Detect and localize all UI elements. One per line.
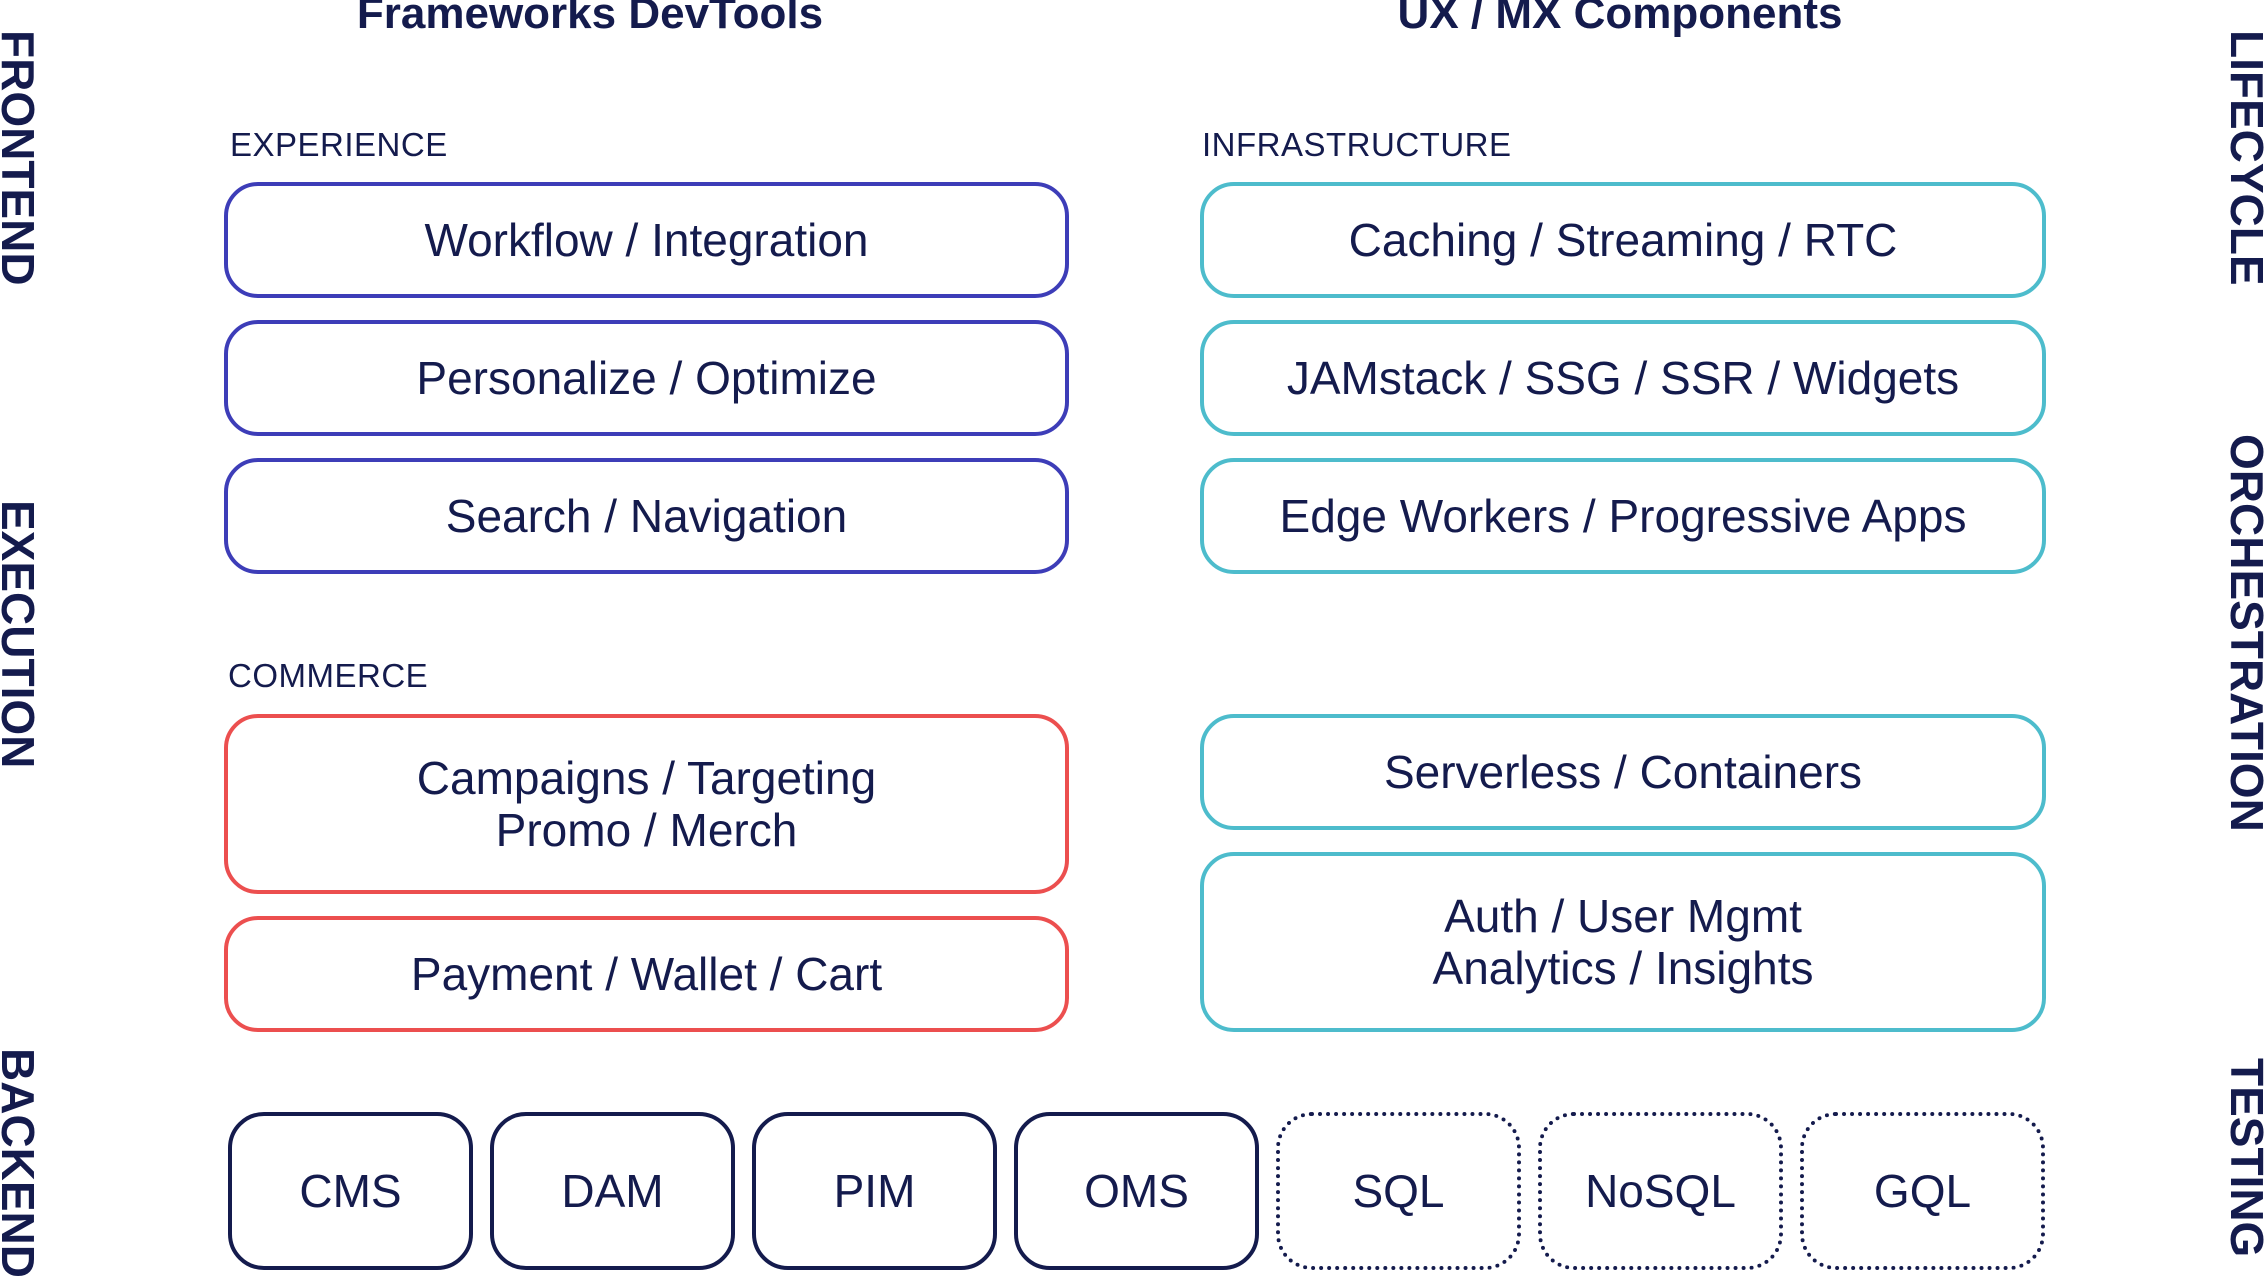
box-label: CMS [299, 1165, 402, 1217]
infrastructure-box-edge-workers: Edge Workers / Progressive Apps [1200, 458, 2046, 574]
box-label: OMS [1084, 1165, 1189, 1217]
datastore-box-sql: SQL [1276, 1112, 1521, 1270]
datastore-box-gql: GQL [1800, 1112, 2045, 1270]
box-label-line-2: Promo / Merch [495, 804, 798, 856]
box-label: Serverless / Containers [1383, 746, 1863, 798]
box-label: Caching / Streaming / RTC [1348, 214, 1898, 266]
ux-mx-components-title: UX / MX Components [1397, 0, 1843, 38]
box-label: Personalize / Optimize [416, 352, 877, 404]
box-label: Payment / Wallet / Cart [410, 948, 883, 1000]
infrastructure-box-auth-analytics: Auth / User Mgmt Analytics / Insights [1200, 852, 2046, 1032]
box-label: Workflow / Integration [424, 214, 869, 266]
infrastructure-section-label: INFRASTRUCTURE [1202, 126, 1512, 163]
box-label-line-1: Campaigns / Targeting [416, 752, 877, 804]
box-label-line-1: Auth / User Mgmt [1444, 890, 1802, 942]
box-label: Search / Navigation [445, 490, 848, 542]
experience-box-workflow: Workflow / Integration [224, 182, 1069, 298]
infrastructure-box-caching: Caching / Streaming / RTC [1200, 182, 2046, 298]
experience-box-search: Search / Navigation [224, 458, 1069, 574]
backend-box-dam: DAM [490, 1112, 735, 1270]
box-label: Edge Workers / Progressive Apps [1279, 490, 1967, 542]
lifecycle-side-label: LIFECYCLE [2221, 30, 2268, 286]
box-label: SQL [1352, 1165, 1445, 1217]
backend-box-cms: CMS [228, 1112, 473, 1270]
backend-box-oms: OMS [1014, 1112, 1259, 1270]
experience-section-label: EXPERIENCE [230, 126, 448, 163]
box-label-line-2: Analytics / Insights [1432, 942, 1814, 994]
box-label: PIM [833, 1165, 916, 1217]
commerce-box-campaigns: Campaigns / Targeting Promo / Merch [224, 714, 1069, 894]
commerce-section-label: COMMERCE [228, 657, 429, 694]
infrastructure-box-serverless: Serverless / Containers [1200, 714, 2046, 830]
backend-side-label: BACKEND [0, 1048, 44, 1278]
commerce-box-payment: Payment / Wallet / Cart [224, 916, 1069, 1032]
backend-box-pim: PIM [752, 1112, 997, 1270]
frontend-side-label: FRONTEND [0, 30, 44, 286]
box-label: DAM [561, 1165, 664, 1217]
datastore-box-nosql: NoSQL [1538, 1112, 1783, 1270]
testing-side-label: TESTING [2221, 1058, 2268, 1258]
infrastructure-box-jamstack: JAMstack / SSG / SSR / Widgets [1200, 320, 2046, 436]
orchestration-side-label: ORCHESTRATION [2221, 434, 2268, 832]
experience-box-personalize: Personalize / Optimize [224, 320, 1069, 436]
box-label: NoSQL [1585, 1165, 1736, 1217]
box-label: GQL [1873, 1165, 1972, 1217]
box-label: JAMstack / SSG / SSR / Widgets [1286, 352, 1960, 404]
execution-side-label: EXECUTION [0, 500, 44, 769]
frameworks-devtools-title: Frameworks DevTools [356, 0, 824, 38]
